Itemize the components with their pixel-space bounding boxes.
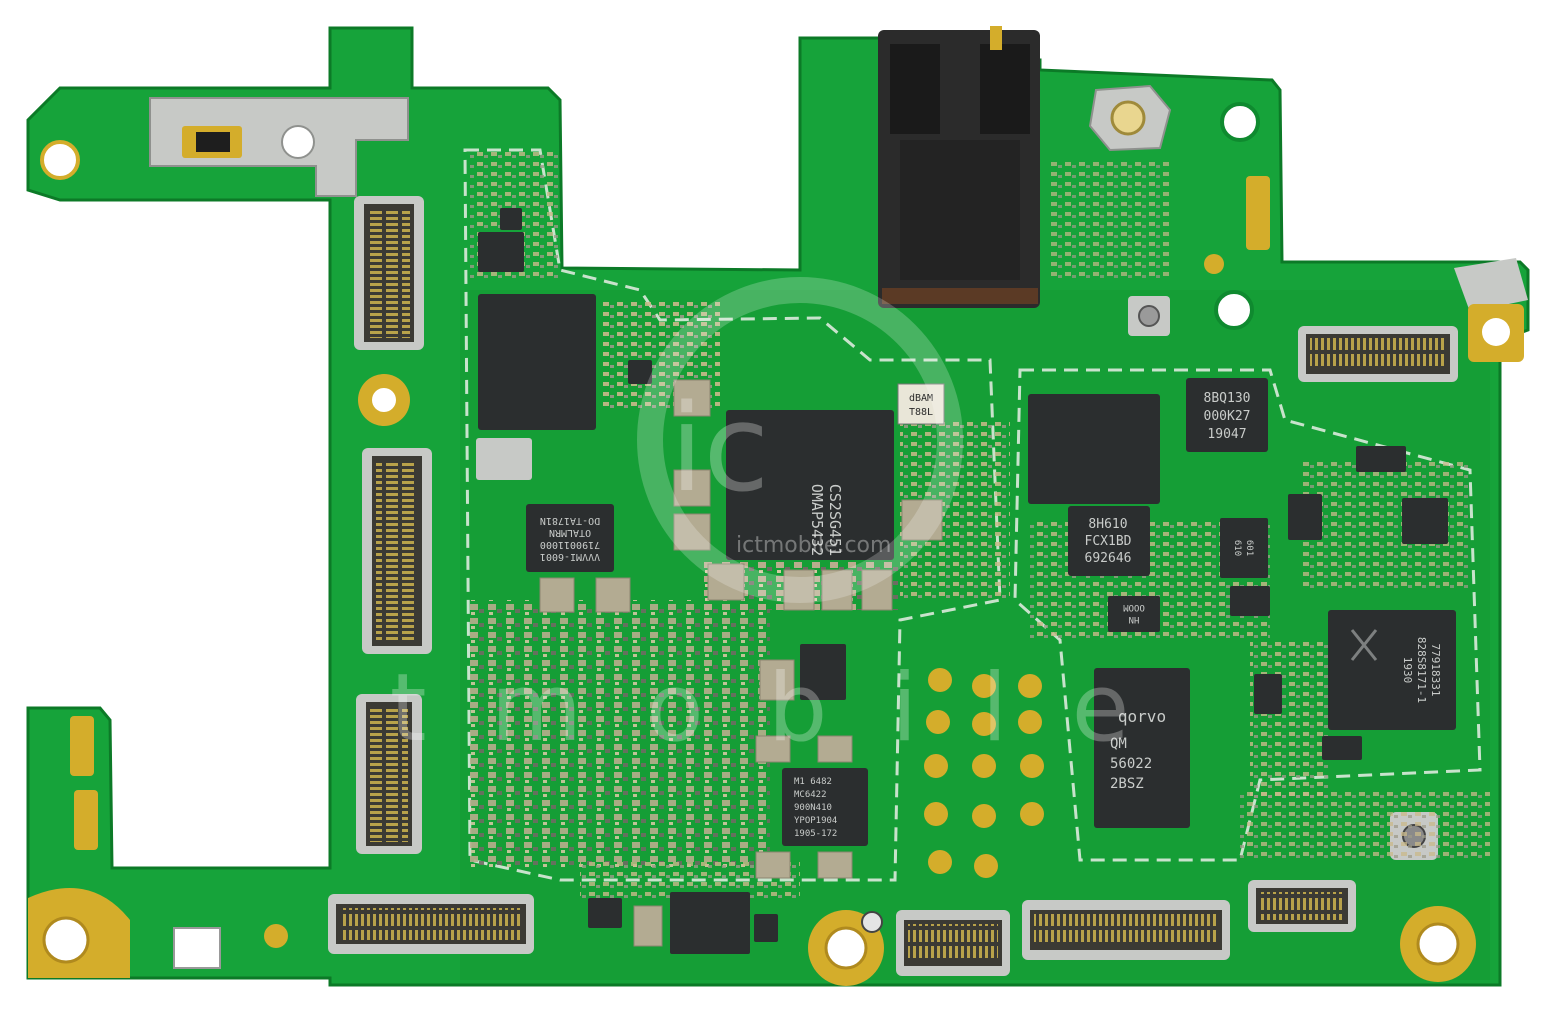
connector-left-3: [356, 694, 422, 854]
soc-label-2: CS2SG451: [826, 484, 844, 556]
chip-8bq130: 8BQ130 000K27 19047: [1186, 378, 1268, 452]
pmic-label-1: M1 6482: [794, 777, 832, 787]
small-601-label-2: 610: [1232, 540, 1242, 556]
metal-tab-right: [1454, 258, 1528, 362]
chip-8bq-label-3: 19047: [1207, 427, 1246, 442]
soc-label-1: OMAP5432: [808, 484, 826, 556]
connector-bottom-1: [328, 894, 534, 954]
pmic-label-5: 1905-172: [794, 829, 837, 839]
large-capacitors: [539, 379, 943, 947]
mount-hole-top-left: [40, 140, 80, 180]
connector-right-top: [1298, 326, 1458, 382]
qorvo-label-2: 56022: [1110, 756, 1152, 772]
rf-chip-right: 77918331 828S8171-1 1930: [1328, 610, 1456, 730]
mem-label-4: DO-TA1781N: [540, 515, 600, 526]
chip-8h610: 8H610 FCX1BD 692646: [1068, 506, 1150, 576]
connector-bottom-4: [1248, 880, 1356, 932]
mount-pad-bottom-right: [1400, 906, 1476, 982]
pmic-label-3: 900N410: [794, 803, 832, 813]
misc-ics: [478, 208, 1448, 954]
mount-hole-top-right-1: [1220, 102, 1260, 142]
rf-label-3: 1930: [1401, 657, 1414, 684]
spring-contact-top-right: [1246, 176, 1270, 250]
mount-pad-bottom-center: [808, 910, 884, 986]
qorvo-brand: qorvo: [1118, 707, 1166, 726]
chip-8h610-label-2: FCX1BD: [1085, 534, 1132, 549]
pmic-label-4: YPOP1904: [794, 816, 837, 826]
chip-right-block: [1028, 394, 1160, 504]
pmic-label-2: MC6422: [794, 790, 827, 800]
small-hn-label-1: HN: [1129, 614, 1140, 624]
headphone-jack: [878, 26, 1040, 308]
metal-can-left: [476, 438, 532, 480]
watermark-bottom: ictmobile: [184, 654, 1193, 763]
small-chip-hn: HN OOOM: [1108, 596, 1160, 632]
chip-8h610-label-3: 692646: [1085, 551, 1132, 566]
rf-connector-top: [1088, 84, 1172, 152]
watermark-logo: ic: [670, 380, 769, 519]
mem-label-1: VVVMI-6001: [540, 551, 600, 562]
soc-small-label-1: dBAM: [909, 393, 933, 404]
mount-pad-bottom-left: [28, 887, 130, 978]
gold-dot-bottom: [264, 924, 288, 948]
chip-top-left-block: [478, 294, 596, 430]
mem-label-3: OTALMRN: [549, 527, 591, 538]
mount-hole-top-right-2: [1214, 290, 1254, 330]
pmic-chip: M1 6482 MC6422 900N410 YPOP1904 1905-172: [782, 768, 868, 846]
connector-left-1: [354, 196, 424, 350]
connector-bottom-2: [896, 910, 1010, 976]
chip-8bq-label-1: 8BQ130: [1204, 391, 1251, 406]
led-white: [173, 927, 221, 969]
gold-dot-top-right: [1204, 254, 1224, 274]
watermark: ic ictmobile.com ictmobile: [184, 277, 1193, 763]
qorvo-label-3: 2BSZ: [1110, 776, 1144, 792]
soc-small-label-2: T88L: [909, 407, 933, 418]
passives: [470, 150, 1490, 900]
connector-left-2: [362, 448, 432, 654]
metal-bracket-top-left: [149, 97, 409, 197]
small-hn-label-2: OOOM: [1123, 602, 1145, 612]
watermark-center: ictmobile.com: [736, 533, 891, 558]
mem-label-2: 7190011000: [540, 539, 600, 550]
qorvo-chip: qorvo QM 56022 2BSZ: [1094, 668, 1190, 828]
small-601-label-1: 601: [1244, 540, 1254, 556]
small-chip-601: 601 610: [1220, 518, 1268, 578]
rf-connector-mid: [1128, 296, 1170, 336]
test-pads: [924, 668, 1044, 878]
soc-chip: OMAP5432 CS2SG451: [726, 410, 894, 560]
qorvo-label-1: QM: [1110, 736, 1127, 752]
spring-contacts-left: [70, 716, 98, 850]
memory-chip-left: VVVMI-6001 7190011000 OTALMRN DO-TA1781N: [526, 504, 614, 572]
soc-small-chip: dBAM T88L: [897, 383, 945, 425]
connector-bottom-3: [1022, 900, 1230, 960]
chip-8bq-label-2: 000K27: [1204, 409, 1251, 424]
rf-label-2: 828S8171-1: [1415, 637, 1428, 703]
chip-8h610-label-1: 8H610: [1088, 517, 1127, 532]
rf-label-1: 77918331: [1429, 644, 1442, 697]
